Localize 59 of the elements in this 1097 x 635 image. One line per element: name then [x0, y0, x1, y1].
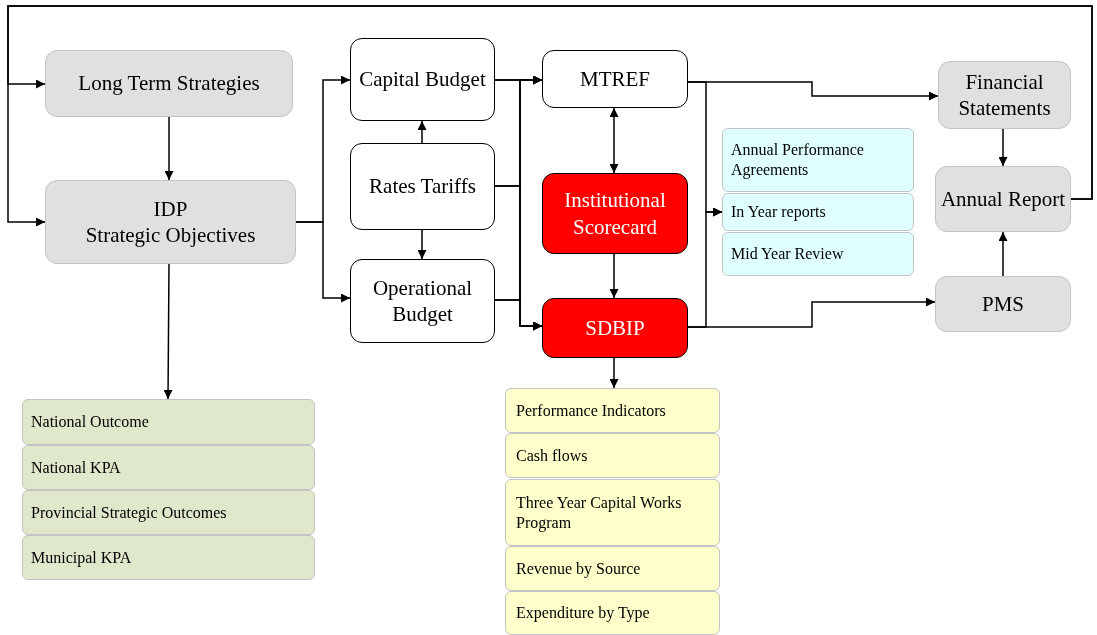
node-label: MTREF [580, 65, 650, 93]
node-label: Annual Performance Agreements [731, 140, 865, 180]
node-label: Annual Report [940, 185, 1066, 213]
node-label: Rates Tariffs [369, 173, 476, 200]
list-item-box [505, 479, 720, 546]
list-item-box [722, 193, 914, 231]
list-item-box [22, 490, 315, 535]
list-item-box [722, 232, 914, 276]
arrow [998, 128, 1008, 167]
list-item-box [22, 445, 315, 490]
node-label: Institutional Scorecard [563, 187, 667, 240]
process-box [45, 50, 293, 117]
node-label: Cash flows [516, 445, 588, 466]
process-box [935, 276, 1071, 332]
arrow [164, 116, 174, 181]
arrow [163, 263, 173, 400]
node-label: Operational Budget [371, 274, 474, 328]
node-label: Capital Budget [359, 66, 486, 93]
process-box [350, 38, 495, 121]
highlighted-box [542, 173, 688, 254]
node-label: Provincial Strategic Outcomes [31, 502, 227, 523]
arrow [295, 221, 351, 303]
arrow [687, 297, 936, 328]
node-label: Three Year Capital Works Program [516, 492, 683, 533]
node-label: SDBIP [585, 314, 645, 342]
node-label: Expenditure by Type [516, 603, 650, 623]
list-item-box [505, 591, 720, 635]
arrow [417, 229, 427, 260]
list-item-box [505, 433, 720, 478]
node-label: In Year reports [731, 202, 826, 222]
node-label: Financial Statements [957, 68, 1052, 122]
arrow [609, 107, 619, 174]
node-label: Revenue by Source [516, 558, 641, 579]
node-label: Strategic Objectives [85, 222, 256, 249]
node-label: Performance Indicators [516, 400, 666, 421]
list-item-box [22, 535, 315, 580]
arrow [609, 253, 619, 299]
node-label: Mid Year Review [731, 244, 844, 264]
arrow [494, 299, 543, 331]
process-box [938, 61, 1071, 129]
node-label: National KPA [31, 457, 121, 478]
process-box [350, 259, 495, 343]
arrow [609, 357, 619, 389]
highlighted-box [542, 298, 688, 358]
list-item-box [505, 388, 720, 433]
node-label: National Outcome [31, 412, 149, 432]
process-box [542, 50, 688, 108]
arrow [998, 231, 1008, 277]
arrow [417, 120, 427, 144]
node-label: Long Term Strategies [78, 70, 260, 97]
node-label: Municipal KPA [31, 547, 132, 568]
process-box [935, 166, 1071, 232]
process-box [45, 180, 296, 264]
list-item-box [505, 546, 720, 591]
list-item-box [22, 399, 315, 445]
list-item-box [722, 128, 914, 192]
node-label: IDP [153, 195, 188, 222]
node-label: PMS [982, 290, 1024, 318]
process-box [350, 143, 495, 230]
